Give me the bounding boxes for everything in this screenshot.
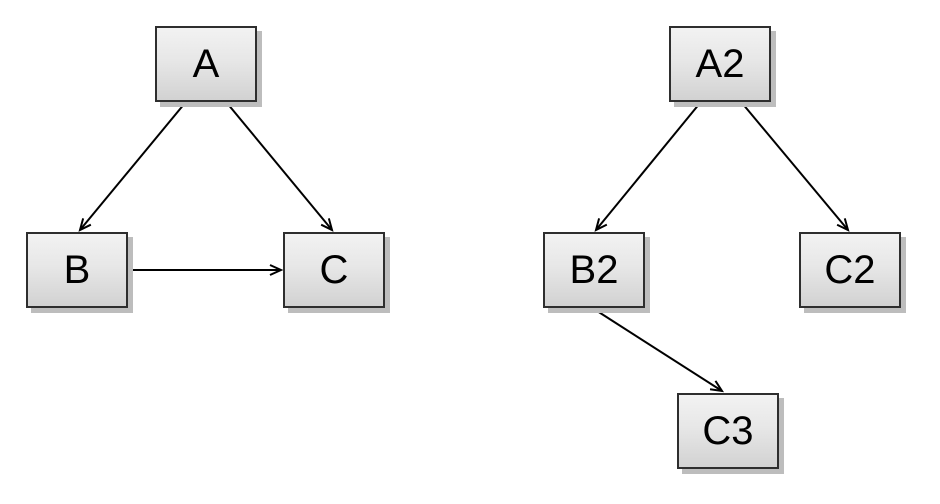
edge-A2-C2 [741,102,850,232]
node-B: B [26,232,128,308]
node-A: A [155,26,257,102]
node-C3-label: C3 [702,409,754,453]
node-C: C [283,232,385,308]
node-C-label: C [319,248,349,292]
node-C3: C3 [677,393,779,469]
node-C2-label: C2 [824,248,876,292]
edge-A-C [226,102,334,232]
node-B2: B2 [543,232,645,308]
node-B2-label: B2 [569,248,619,292]
node-A2: A2 [669,26,771,102]
node-A2-label: A2 [695,42,745,86]
edge-B2-C3 [593,308,725,393]
node-B-label: B [63,248,91,292]
edge-A-B [78,102,186,232]
edge-A2-B2 [594,102,701,232]
node-C2: C2 [799,232,901,308]
node-A-label: A [192,42,220,86]
